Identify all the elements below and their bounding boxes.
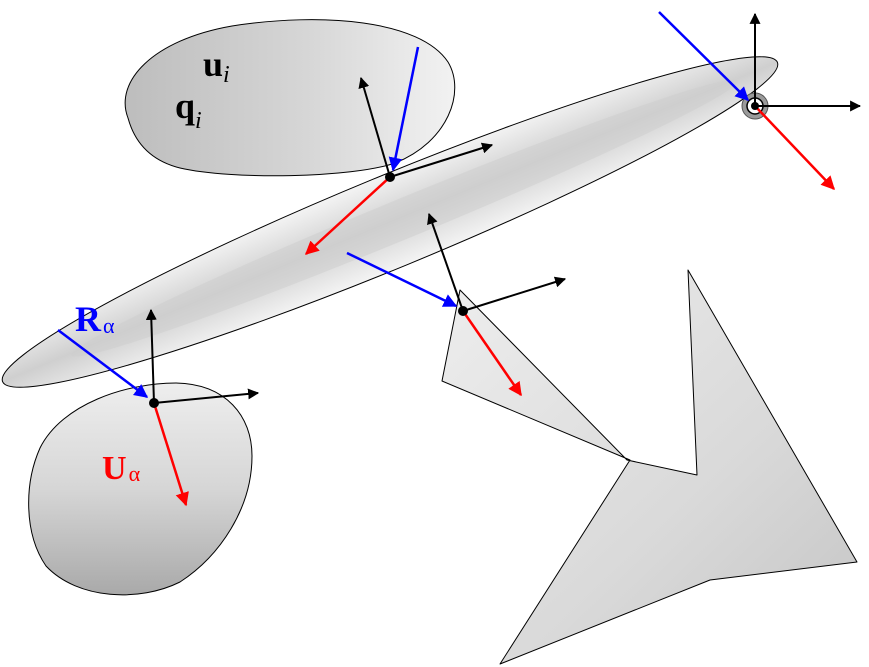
label-u-i: ui — [203, 44, 230, 88]
reaction-arrow — [658, 11, 749, 101]
frame-tangent-axis — [389, 142, 494, 178]
frame-tangent-axis — [153, 388, 260, 404]
top-ellipse-body — [124, 19, 456, 177]
polygon-body — [441, 269, 858, 665]
displacement-arrow — [461, 310, 523, 397]
frame-tangent-axis — [462, 276, 567, 312]
frame-normal-axis — [358, 76, 391, 178]
contact-frame-3 — [346, 212, 567, 397]
reaction-arrow — [57, 329, 149, 398]
reaction-arrow — [346, 251, 458, 308]
reaction-arrow — [388, 46, 420, 172]
bottom-blob-body — [28, 382, 253, 596]
contact-frame-4 — [57, 308, 260, 507]
contact-point-dot — [385, 172, 395, 182]
contact-point-dot — [149, 398, 159, 408]
frame-normal-axis — [427, 212, 464, 312]
displacement-arrow — [304, 176, 391, 255]
label-U-alpha: Uα — [102, 450, 141, 487]
displacement-arrow — [754, 105, 835, 190]
label-R-alpha: Rα — [75, 299, 115, 339]
frame-normal-axis — [145, 308, 157, 404]
label-q-i: qi — [175, 86, 202, 134]
contact-frame-2 — [658, 11, 862, 190]
contact-point-dot — [458, 306, 468, 316]
displacement-arrow — [152, 402, 189, 507]
contact-frame-1 — [304, 46, 494, 255]
contact-point-dot — [751, 102, 759, 110]
long-ellipse-body — [1, 56, 779, 388]
